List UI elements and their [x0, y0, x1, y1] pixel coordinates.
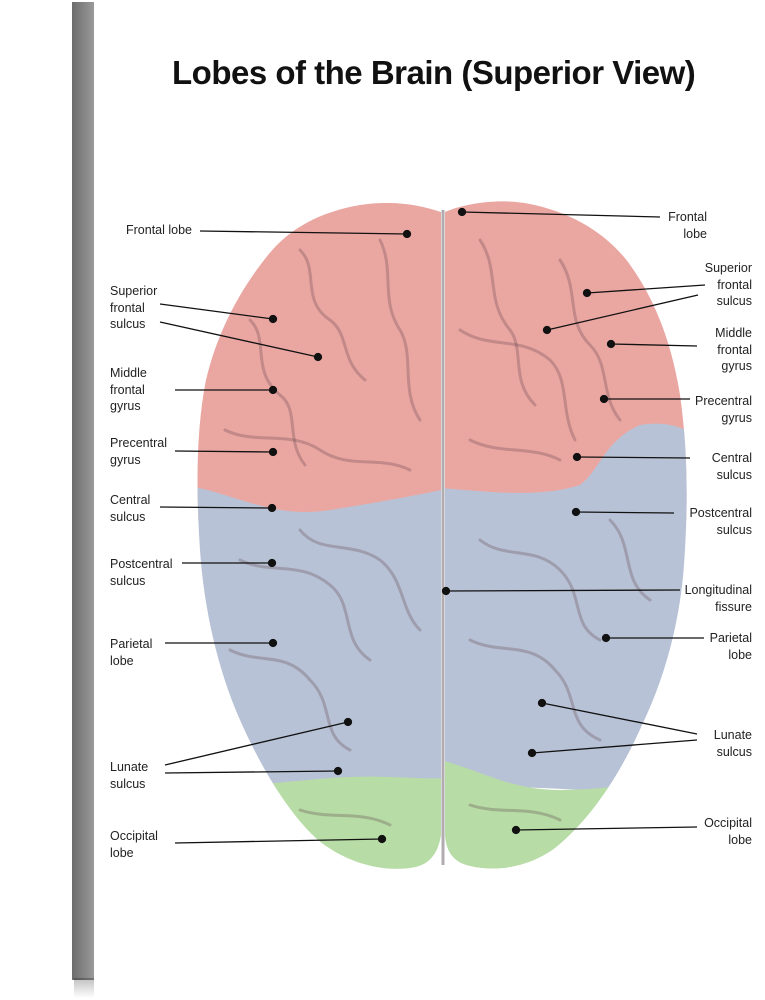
leader-dot: [511, 825, 521, 835]
leader-line: [610, 343, 698, 347]
label-left-postcentral-sulcus: Postcentral sulcus: [110, 557, 173, 588]
label-left-lunate-sulcus: Lunate sulcus: [110, 760, 149, 791]
leader-dot: [377, 834, 387, 844]
label-left-parietal-lobe: Parietal lobe: [110, 637, 153, 668]
label-left-precentral-gyrus: Precentral gyrus: [110, 436, 167, 467]
right-leader-lines: [441, 207, 706, 835]
label-right-postcentral-sulcus: Postcentral sulcus: [689, 506, 752, 537]
leader-dot: [268, 447, 278, 457]
leader-dot: [537, 698, 547, 708]
leader-line: [164, 770, 339, 774]
leader-dot: [267, 503, 277, 513]
leader-dot: [313, 352, 323, 362]
leader-dot: [599, 394, 609, 404]
label-left-occipital-lobe: Occipital lobe: [110, 829, 158, 860]
gyri-texture: [223, 238, 652, 827]
leader-line: [174, 450, 274, 453]
label-right-central-sulcus: Central sulcus: [711, 451, 752, 482]
left-leader-lines: [159, 229, 412, 844]
label-right-superior-frontal-sulcus: Superior frontal sulcus: [704, 261, 752, 308]
leader-line: [531, 739, 698, 754]
leader-dot: [582, 288, 592, 298]
diagram-title: Lobes of the Brain (Superior View): [172, 54, 696, 91]
leader-line: [159, 321, 319, 358]
leader-dot: [268, 385, 278, 395]
leader-dot: [268, 314, 278, 324]
label-right-longitudinal-fissure: Longitudinal fissure: [684, 583, 752, 614]
label-right-middle-frontal-gyrus: Middle frontal gyrus: [715, 326, 752, 373]
leader-line: [199, 230, 408, 235]
leader-dot: [267, 558, 277, 568]
leader-dot: [343, 717, 353, 727]
canvas-side-edge: [72, 2, 94, 980]
leader-line: [159, 303, 274, 320]
leader-line: [575, 511, 675, 514]
leader-dot: [572, 452, 582, 462]
leader-dot: [571, 507, 581, 517]
label-right-precentral-gyrus: Precentral gyrus: [695, 394, 752, 425]
leader-dot: [606, 339, 616, 349]
leader-line: [586, 284, 706, 294]
leader-line: [515, 826, 698, 831]
leader-dot: [333, 766, 343, 776]
leader-line: [576, 456, 691, 459]
right-parietal-lobe-region: [445, 423, 687, 793]
leader-line: [164, 721, 349, 766]
left-occipital-lobe-region: [197, 776, 441, 869]
leader-line: [159, 506, 273, 509]
label-left-frontal-lobe: Frontal lobe: [126, 223, 193, 237]
label-right-occipital-lobe: Occipital lobe: [704, 816, 752, 847]
label-right-lunate-sulcus: Lunate sulcus: [713, 728, 752, 759]
left-parietal-lobe-region: [197, 485, 441, 795]
leader-dot: [268, 638, 278, 648]
leader-line: [445, 589, 681, 592]
leader-dot: [527, 748, 537, 758]
label-right-frontal-lobe: Frontal lobe: [668, 210, 707, 241]
leader-dot: [542, 325, 552, 335]
leader-line: [541, 702, 698, 735]
leader-dot: [402, 229, 412, 239]
label-left-middle-frontal-gyrus: Middle frontal gyrus: [110, 366, 147, 413]
leader-dot: [601, 633, 611, 643]
leader-dot: [441, 586, 451, 596]
label-left-superior-frontal-sulcus: Superior frontal sulcus: [110, 284, 158, 331]
label-right-parietal-lobe: Parietal lobe: [709, 631, 752, 662]
label-left-central-sulcus: Central sulcus: [110, 493, 151, 524]
leader-line: [174, 838, 383, 844]
leader-line: [461, 211, 661, 218]
left-hemisphere: [197, 202, 441, 869]
leader-line: [546, 294, 699, 331]
leader-dot: [457, 207, 467, 217]
